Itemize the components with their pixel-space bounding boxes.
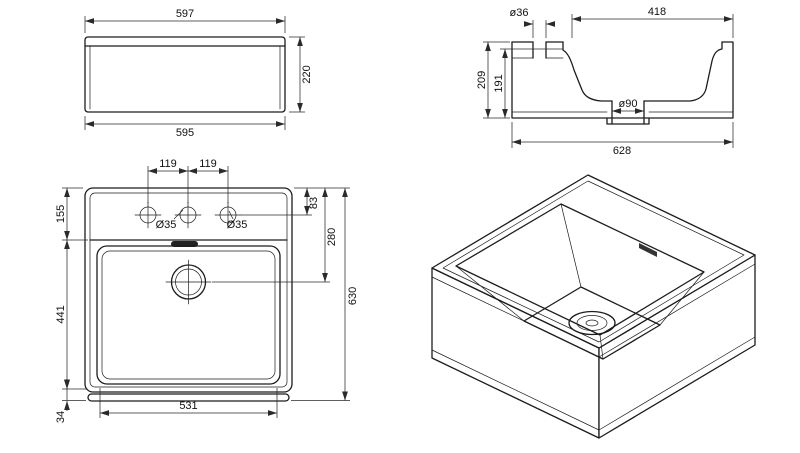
plan-faucet-hole-right [214,201,242,229]
plan-faucet-hole-left [134,201,162,229]
plan-faucet-hole-center [174,201,202,229]
front-bottom-width-label: 595 [176,127,194,139]
iso-drain [568,310,616,336]
plan-dim-hole-offset: 83 [241,187,350,216]
plan-basin-length-label: 441 [55,305,67,323]
plan-hole-diameter-right-label: Ø35 [227,219,248,231]
front-height-label: 220 [301,65,313,83]
plan-dim-basin-width: 531 [99,388,278,418]
section-dim-tap-hole: ø36 [510,7,555,38]
isometric-view [431,174,756,439]
front-dim-bottom-width: 595 [84,116,286,139]
plan-dim-overall-depth: 630 [291,188,359,401]
iso-inner-rim-line [442,180,745,343]
plan-ledge-depth-label: 155 [55,205,67,223]
section-outer-height-label: 209 [476,71,488,89]
plan-dim-hole-spacing-left: 119 [147,158,189,204]
iso-base-line [431,336,756,431]
plan-hole-spacing-left-label: 119 [159,158,177,170]
plan-hole-offset-label: 83 [308,197,320,209]
front-sink-body [84,36,286,113]
plan-sink-body [84,187,293,402]
front-dim-top-width: 597 [84,8,286,33]
section-dim-overall-width: 628 [511,122,734,157]
front-top-width-label: 597 [176,8,194,20]
plan-hole-spacing-right-label: 119 [199,158,217,170]
plan-basin-width-label: 531 [179,400,197,412]
top-plan-view: 119 119 Ø35 Ø35 155 441 [55,158,359,423]
section-dim-rim-width: 418 [571,6,734,38]
plan-dim-hole-diameter-right: Ø35 [227,210,248,231]
plan-dim-hole-spacing-right: 119 [188,158,229,204]
section-rim-width-label: 418 [648,6,666,18]
plan-dim-hole-diameter-left: Ø35 [156,209,184,231]
plan-dim-drain-offset: 280 [212,188,338,283]
plan-basin-outline [96,245,281,385]
section-dim-inner-depth: 191 [493,48,563,118]
iso-basin-walls [455,203,705,360]
section-dim-drain-diameter: ø90 [612,98,644,114]
section-dim-outer-height: 209 [476,41,510,119]
section-drain-diameter-label: ø90 [619,98,638,110]
section-overall-width-label: 628 [613,145,631,157]
plan-drain [165,259,212,305]
plan-hole-diameter-left-label: Ø35 [156,219,177,231]
plan-front-lip [87,393,290,402]
plan-dim-front-lip: 34 [55,379,86,423]
iso-overflow-slot [639,243,657,257]
plan-drain-offset-label: 280 [326,228,338,246]
plan-overall-depth-label: 630 [347,287,359,305]
front-dim-height: 220 [289,36,313,113]
plan-front-lip-label: 34 [55,411,67,423]
iso-basin-bottom [523,286,661,360]
section-tap-hole-label: ø36 [510,7,529,19]
front-elevation-view: 597 220 595 [84,8,313,139]
section-inner-depth-label: 191 [493,74,505,92]
section-sink-profile [511,41,734,125]
plan-dim-ledge-depth: 155 [55,187,88,241]
plan-dim-basin-length: 441 [55,240,86,390]
side-section-view: ø36 418 209 191 ø90 628 [476,6,734,157]
